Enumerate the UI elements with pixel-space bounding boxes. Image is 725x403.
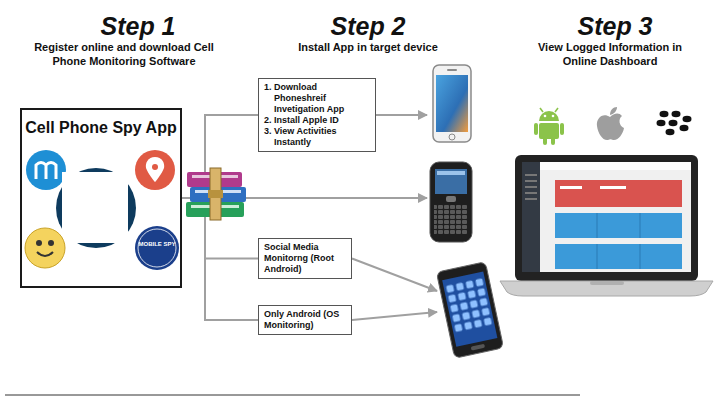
box-text: 3. View Activities Instantly (264, 126, 370, 148)
phone-arrow (352, 259, 437, 292)
step-heading: Step 2 (293, 12, 443, 40)
instruction-box: Social Media Monitorng (Root Android) (258, 238, 352, 279)
apple-icon (597, 107, 624, 140)
step-caption: View Logged Information in Online Dashbo… (535, 40, 685, 68)
edge-group (182, 115, 258, 320)
instruction-box: Only Android (OS Monitoring) (258, 305, 352, 335)
blackberry-icon (657, 111, 692, 135)
box-text: Social Media Monitorng (Root Android) (264, 242, 346, 275)
laptop-figure (500, 155, 713, 296)
step-caption: Install App in target device (278, 40, 458, 54)
box-text: Cell Phone Spy App (22, 110, 180, 137)
app-box: Cell Phone Spy App (20, 108, 182, 288)
logo-text: MOBILE SPY (137, 241, 177, 248)
instruction-box: 1. Download Phoneshreif Invetigation App… (258, 78, 376, 152)
app-logos (25, 150, 179, 270)
footer-rule (5, 395, 580, 396)
step-caption: Register online and download Cell Phone … (29, 40, 219, 68)
phone-arrow (352, 312, 437, 320)
step-heading: Step 3 (540, 12, 690, 40)
box-text: 1. Download Phoneshreif Invetigation App (264, 82, 370, 115)
step-heading: Step 1 (63, 12, 213, 40)
phone-arrow (376, 114, 427, 116)
android-phone-figure (436, 262, 503, 358)
blackberry-figure (430, 162, 472, 242)
iphone-figure (433, 65, 471, 142)
box-text: Only Android (OS Monitoring) (264, 309, 346, 331)
archive-icon (186, 168, 246, 220)
android-icon (534, 108, 564, 145)
box-text: 2. Install Apple ID (264, 115, 370, 126)
